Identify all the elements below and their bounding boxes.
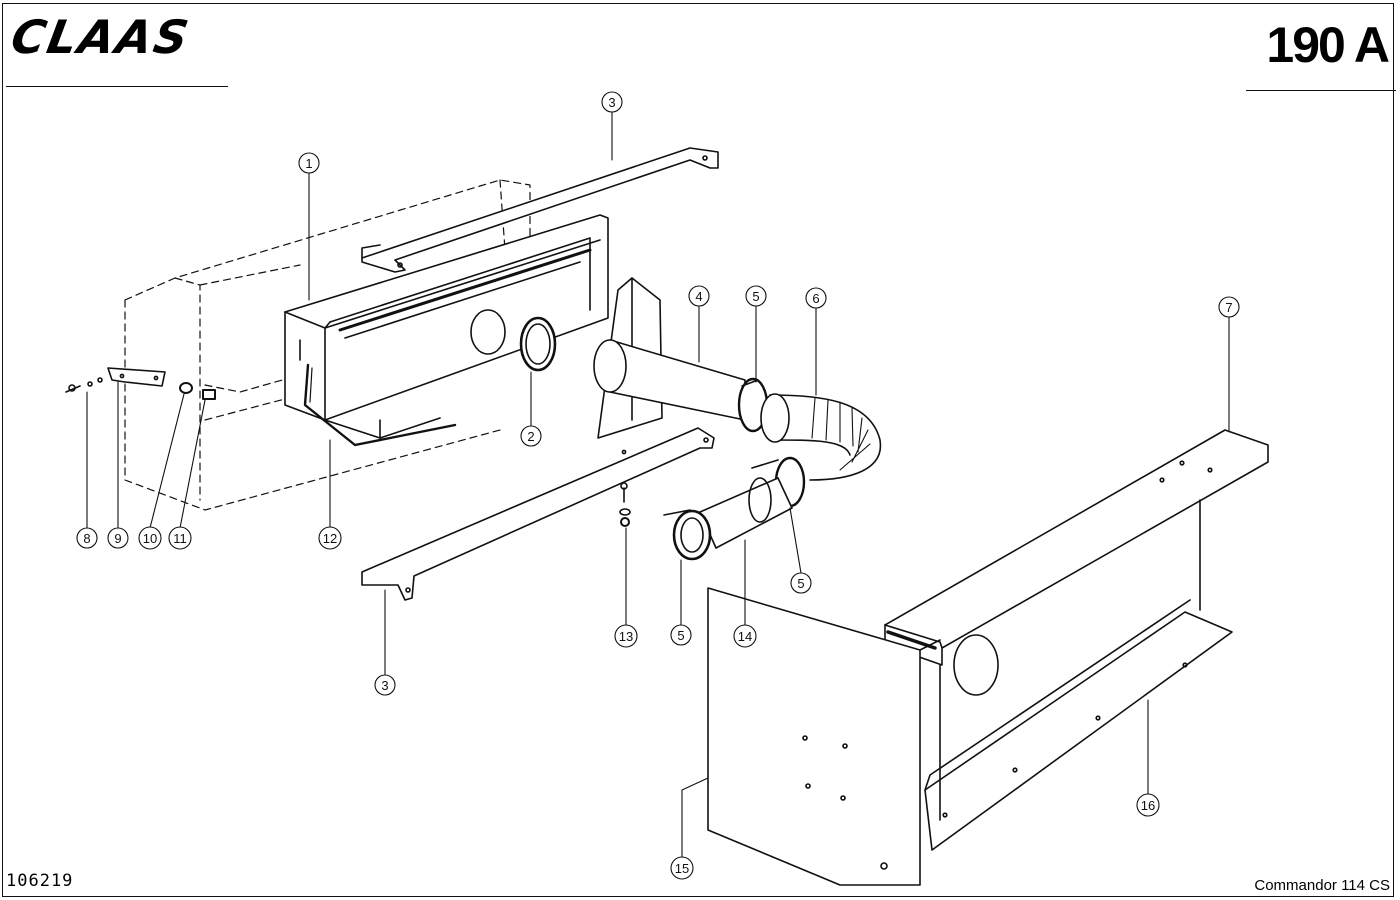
part-3-lower-bracket	[361, 427, 715, 601]
callout-9-circle	[107, 527, 129, 549]
callout-7-label: 7	[1225, 300, 1232, 315]
callout-15-label: 15	[675, 861, 689, 876]
callout-15-circle	[670, 856, 694, 880]
callout-12-label: 12	[323, 531, 337, 546]
callout-8-label: 8	[83, 531, 90, 546]
callout-2-label: 2	[527, 429, 534, 444]
callout-11-circle	[168, 526, 192, 550]
callout-3-upper-label: 3	[608, 95, 615, 110]
callout-5-bottom-label: 5	[677, 628, 684, 643]
part-13-bolt-set	[619, 482, 631, 527]
callout-7-circle	[1218, 296, 1240, 318]
part-2-ring	[519, 316, 557, 372]
part-1-air-duct-housing	[284, 214, 609, 439]
callout-10-circle	[138, 526, 162, 550]
callout-8-circle	[76, 527, 98, 549]
part-10-washer	[179, 382, 193, 394]
callout-15-leader	[681, 777, 709, 859]
part-15-side-panel	[707, 499, 1201, 886]
model-name: Commandor 114 CS	[1254, 877, 1390, 894]
part-3-upper-bracket	[361, 147, 719, 273]
callout-6-circle	[805, 287, 827, 309]
callout-3-lower-label: 3	[381, 678, 388, 693]
brand-underline	[6, 86, 228, 87]
part-16-lower-rail	[924, 599, 1233, 851]
part-11-nut	[202, 389, 216, 400]
callout-11-leader	[179, 399, 206, 529]
callout-14-label: 14	[738, 629, 752, 644]
callout-6-label: 6	[812, 291, 819, 306]
drawing-number: 106219	[6, 871, 74, 891]
callout-2-circle	[520, 425, 542, 447]
callout-13-circle	[614, 624, 638, 648]
callout-3-upper-circle	[601, 91, 623, 113]
callout-10-label: 10	[143, 531, 157, 546]
callout-1-label: 1	[305, 156, 312, 171]
part-8-screw	[65, 377, 103, 393]
part-9-clip-bracket	[107, 367, 166, 387]
callout-13-label: 13	[619, 629, 633, 644]
part-5-hose-clamp-lower	[663, 509, 712, 561]
part-6-flexible-hose	[760, 393, 882, 481]
part-14-short-tube	[699, 477, 793, 549]
callout-1-circle	[298, 152, 320, 174]
page-number: 190 A	[1266, 17, 1390, 73]
callout-4-circle	[688, 285, 710, 307]
callout-5-right-circle	[790, 572, 812, 594]
page-number-underline	[1246, 90, 1396, 91]
callout-11-label: 11	[173, 531, 187, 546]
callout-5-right-leader	[789, 507, 802, 574]
callout-9-label: 9	[114, 531, 121, 546]
callout-3-lower-circle	[374, 674, 396, 696]
callout-10-leader	[149, 393, 185, 529]
callout-4-label: 4	[695, 289, 702, 304]
callout-5-top-label: 5	[752, 289, 759, 304]
callout-16-label: 16	[1141, 798, 1155, 813]
callout-14-circle	[733, 624, 757, 648]
phantom-housing-outline	[124, 179, 531, 511]
callout-5-top-circle	[745, 285, 767, 307]
part-12-seal-strip	[303, 363, 457, 447]
callout-16-circle	[1136, 793, 1160, 817]
callout-12-circle	[318, 526, 342, 550]
callout-5-bottom-circle	[670, 624, 692, 646]
callout-5-right-label: 5	[797, 576, 804, 591]
